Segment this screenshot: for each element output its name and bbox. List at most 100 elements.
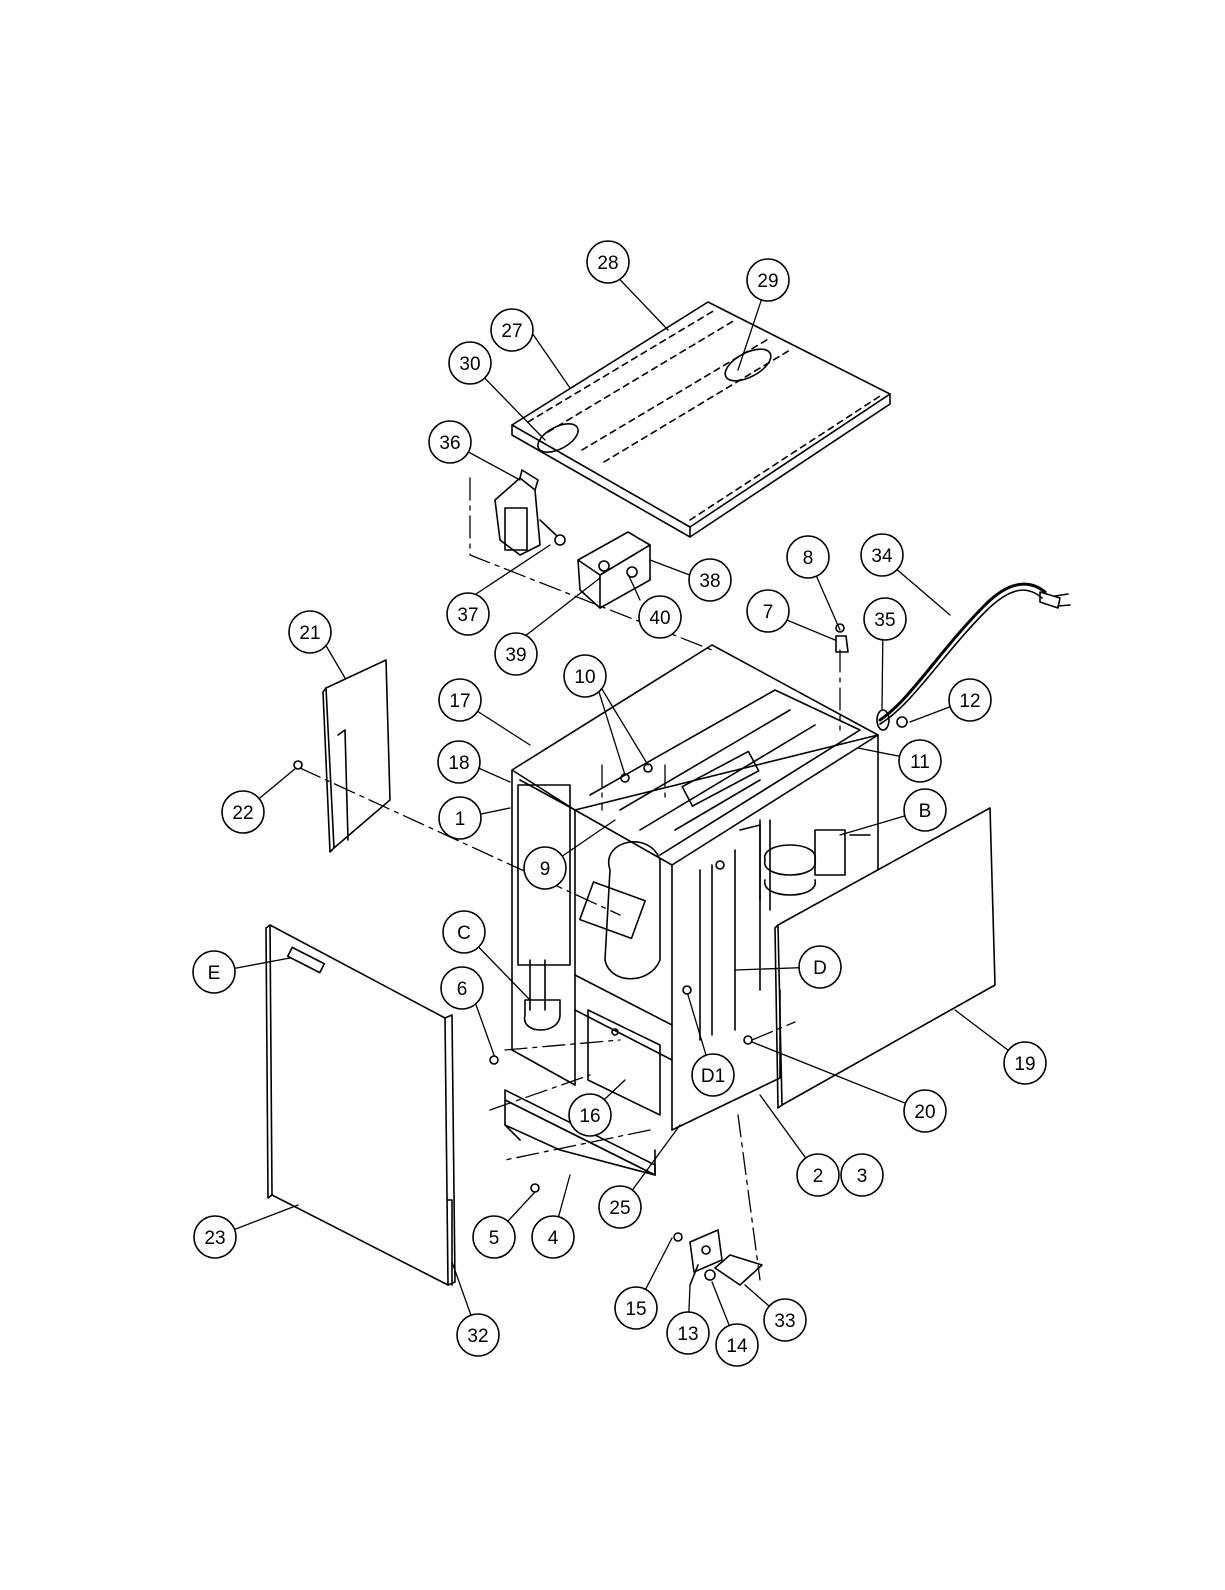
callout-36: 36 (429, 421, 471, 463)
callout-12: 12 (949, 679, 991, 721)
callout-label: 23 (204, 1228, 225, 1249)
leader-lines (215, 267, 1025, 1345)
callout-label: 11 (910, 752, 930, 773)
callout-label: 34 (871, 546, 893, 567)
callout-label: 18 (448, 753, 469, 774)
callout-22: 22 (222, 791, 264, 833)
callout-13: 13 (667, 1312, 709, 1354)
front-door (266, 925, 455, 1285)
bottom-bracket (690, 1230, 762, 1285)
callout-label: D (813, 958, 827, 979)
callout-label: 28 (597, 253, 618, 274)
callout-label: 17 (449, 691, 470, 712)
callout-label: 2 (813, 1166, 824, 1187)
evaporator (580, 882, 645, 938)
callout-label: 8 (803, 548, 814, 569)
callout-15: 15 (615, 1287, 657, 1329)
callout-label: 33 (774, 1311, 795, 1332)
callout-label: 27 (501, 321, 522, 342)
callout-30: 30 (449, 342, 491, 384)
callout-label: 21 (299, 623, 320, 644)
callout-25: 25 (599, 1186, 641, 1228)
callout-b: B (904, 789, 946, 831)
callout-28: 28 (587, 241, 629, 283)
callout-label: C (457, 923, 471, 944)
callout-label: 9 (540, 859, 551, 880)
callout-e: E (193, 951, 235, 993)
callout-14: 14 (716, 1324, 758, 1366)
callout-label: 40 (649, 608, 670, 629)
clip-7 (836, 636, 848, 652)
callout-d1: D1 (692, 1054, 734, 1096)
callout-label: 3 (857, 1166, 868, 1187)
callout-label: 22 (232, 803, 253, 824)
callout-34: 34 (861, 534, 903, 576)
cover-handle-right (720, 343, 775, 388)
callout-label: 36 (439, 433, 460, 454)
callout-label: 32 (467, 1326, 488, 1347)
callout-10: 10 (564, 655, 606, 697)
callout-2: 2 (797, 1154, 839, 1196)
callout-1: 1 (439, 797, 481, 839)
callout-20: 20 (904, 1090, 946, 1132)
callout-17: 17 (439, 679, 481, 721)
callout-39: 39 (495, 633, 537, 675)
callout-7: 7 (747, 590, 789, 632)
callout-9: 9 (524, 847, 566, 889)
callout-label: 6 (457, 979, 468, 1000)
callout-37: 37 (447, 593, 489, 635)
cabinet (512, 645, 878, 1130)
transformer-bracket (495, 470, 565, 555)
callout-label: 38 (699, 571, 720, 592)
callout-label: 10 (574, 667, 595, 688)
callout-label: 12 (959, 691, 980, 712)
callout-21: 21 (289, 611, 331, 653)
callout-18: 18 (438, 741, 480, 783)
callout-29: 29 (747, 259, 789, 301)
callout-8: 8 (787, 536, 829, 578)
callout-label: 30 (459, 354, 480, 375)
callout-16: 16 (569, 1094, 611, 1136)
callout-label: 25 (609, 1198, 630, 1219)
callout-d: D (799, 946, 841, 988)
callout-5: 5 (473, 1216, 515, 1258)
callout-label: B (919, 801, 932, 822)
callout-label: 4 (548, 1228, 559, 1249)
callout-38: 38 (689, 559, 731, 601)
callout-32: 32 (457, 1314, 499, 1356)
callout-4: 4 (532, 1216, 574, 1258)
callout-label: 5 (489, 1228, 500, 1249)
water-valve (815, 830, 845, 875)
callout-40: 40 (639, 596, 681, 638)
top-cover (512, 302, 890, 537)
callout-label: 15 (625, 1299, 646, 1320)
callout-c: C (443, 911, 485, 953)
callout-label: E (208, 963, 221, 984)
callout-label: 29 (757, 271, 778, 292)
callout-11: 11 (899, 740, 941, 782)
rear-panel (323, 660, 390, 852)
callout-19: 19 (1004, 1042, 1046, 1084)
callout-label: 13 (677, 1324, 698, 1345)
callout-label: 1 (455, 809, 466, 830)
callout-label: 14 (726, 1336, 748, 1357)
control-box (578, 532, 650, 608)
callout-label: 39 (505, 645, 526, 666)
callout-label: D1 (701, 1066, 725, 1087)
callout-6: 6 (441, 967, 483, 1009)
callout-23: 23 (194, 1216, 236, 1258)
compressor (605, 842, 660, 979)
callout-label: 16 (579, 1106, 600, 1127)
callout-33: 33 (764, 1299, 806, 1341)
callout-label: 7 (763, 602, 774, 623)
callout-27: 27 (491, 309, 533, 351)
callout-3: 3 (841, 1154, 883, 1196)
callout-35: 35 (864, 598, 906, 640)
callout-label: 37 (457, 605, 478, 626)
callout-label: 35 (874, 610, 895, 631)
callout-label: 20 (914, 1102, 935, 1123)
callout-label: 19 (1014, 1054, 1035, 1075)
